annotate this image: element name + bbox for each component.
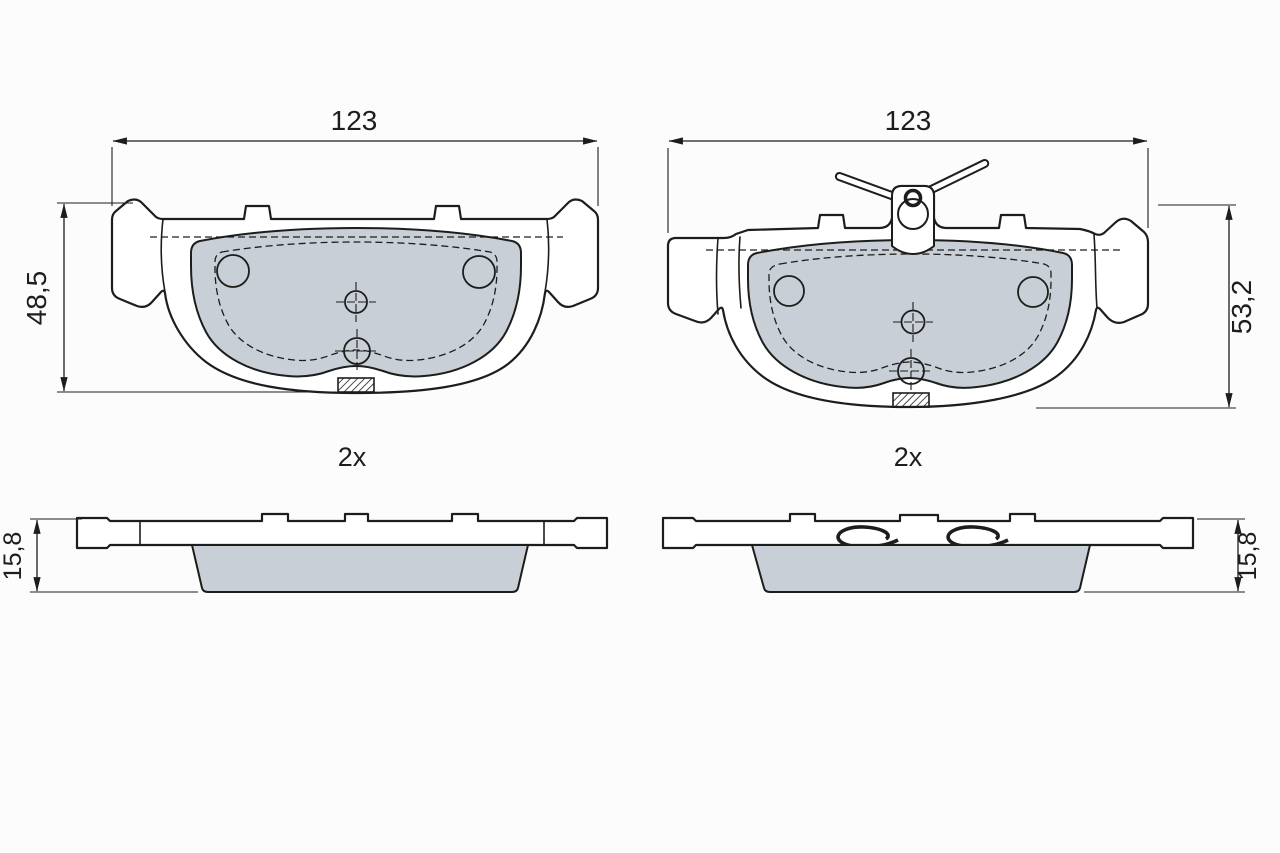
wear-tab-hatched [892, 392, 930, 408]
guide-hole-left [773, 275, 805, 307]
quantity-label-left: 2x [338, 442, 367, 472]
dimension-thickness-right: 15,8 [1084, 518, 1262, 593]
dimension-width-left-pad: 123 [111, 105, 599, 206]
inner-wear-contour [214, 241, 498, 362]
ear-boundary-line-left [738, 236, 742, 309]
center-hole-upper [893, 302, 933, 342]
front-view-left-pad [110, 198, 600, 395]
dimension-label-thickness-right: 15,8 [1234, 532, 1262, 581]
front-view-right-pad [666, 158, 1150, 409]
guide-hole-right [462, 255, 496, 289]
dimension-label-width-right: 123 [885, 105, 932, 136]
wear-indicator-spring [834, 158, 990, 255]
center-hole-upper [336, 282, 376, 322]
dimension-width-right-pad: 123 [667, 105, 1149, 233]
dimension-thickness-left: 15,8 [0, 518, 198, 593]
dimension-label-width-left: 123 [331, 105, 378, 136]
spring-coil [903, 188, 923, 208]
friction-material-side [751, 544, 1091, 593]
friction-material [190, 227, 522, 378]
dimension-label-height-right: 53,2 [1226, 280, 1257, 335]
dimension-height-left-pad: 48,5 [21, 202, 336, 393]
friction-material [747, 239, 1073, 389]
ear-boundary-line-left [160, 218, 166, 293]
ear-boundary-line-right [544, 218, 550, 293]
retainer-hole [897, 198, 929, 230]
guide-hole-left [216, 254, 250, 288]
ear-boundary-line-right [1093, 234, 1098, 309]
quantity-label-right: 2x [894, 442, 923, 472]
dimension-label-thickness-left: 15,8 [0, 532, 27, 581]
inner-wear-contour [768, 253, 1052, 374]
guide-hole-right [1017, 276, 1049, 308]
friction-material-side [191, 544, 529, 593]
wear-tab-hatched [337, 377, 375, 393]
backing-plate-side [661, 512, 1195, 550]
backing-plate-side [75, 512, 609, 550]
dimension-label-height-left: 48,5 [21, 271, 52, 326]
ear-boundary-line-inner [715, 237, 719, 315]
side-view-right-pad [661, 512, 1195, 593]
center-hole-lower [889, 349, 933, 393]
center-hole-lower [335, 329, 379, 373]
side-view-left-pad [75, 512, 609, 593]
dimension-height-right-pad: 53,2 [1036, 204, 1257, 409]
